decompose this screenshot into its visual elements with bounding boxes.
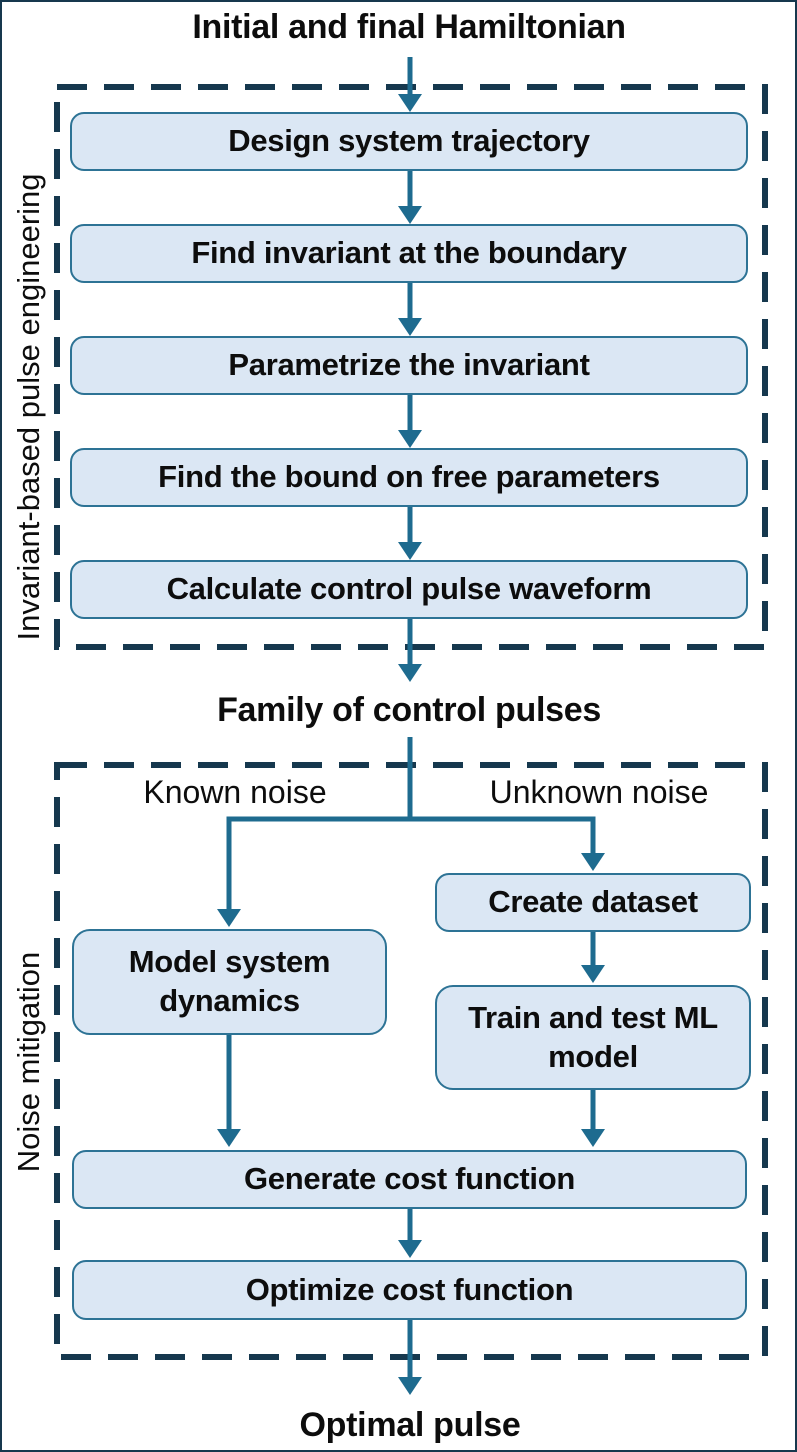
arrow-down-icon xyxy=(581,816,605,871)
unknown-noise-label: Unknown noise xyxy=(489,774,709,810)
step-generate-cost-function: Generate cost function xyxy=(72,1150,747,1209)
step-create-dataset: Create dataset xyxy=(435,873,751,932)
optimal-pulse-label: Optimal pulse xyxy=(299,1406,521,1444)
arrow-down-icon xyxy=(398,507,422,560)
known-noise-label: Known noise xyxy=(143,774,327,810)
input-hamiltonian-label: Initial and final Hamiltonian xyxy=(192,8,626,46)
step-optimize-cost-function: Optimize cost function xyxy=(72,1260,747,1320)
step-parametrize-invariant: Parametrize the invariant xyxy=(70,336,748,395)
arrow-down-icon xyxy=(581,932,605,983)
step-design-system-trajectory: Design system trajectory xyxy=(70,112,748,171)
step-find-invariant-boundary: Find invariant at the boundary xyxy=(70,224,748,283)
step-find-bound-free-parameters: Find the bound on free parameters xyxy=(70,448,748,507)
arrow-down-icon xyxy=(398,1320,422,1395)
noise-mitigation-group-label: Noise mitigation xyxy=(11,951,46,1173)
arrow-down-icon xyxy=(217,816,241,927)
arrow-down-icon xyxy=(398,1209,422,1258)
arrow-down-icon xyxy=(398,395,422,448)
step-train-test-ml-model: Train and test ML model xyxy=(435,985,751,1090)
arrow-down-icon xyxy=(398,57,422,112)
arrow-down-icon xyxy=(398,171,422,224)
family-of-control-pulses-label: Family of control pulses xyxy=(217,691,601,729)
step-model-system-dynamics: Model system dynamics xyxy=(72,929,387,1035)
arrow-down-icon xyxy=(581,1090,605,1147)
arrow-down-icon xyxy=(398,619,422,682)
pulse-engineering-group-label: Invariant-based pulse engineering xyxy=(11,173,46,641)
arrow-down-icon xyxy=(217,1035,241,1147)
step-calculate-control-pulse-waveform: Calculate control pulse waveform xyxy=(70,560,748,619)
arrow-down-icon xyxy=(398,283,422,336)
